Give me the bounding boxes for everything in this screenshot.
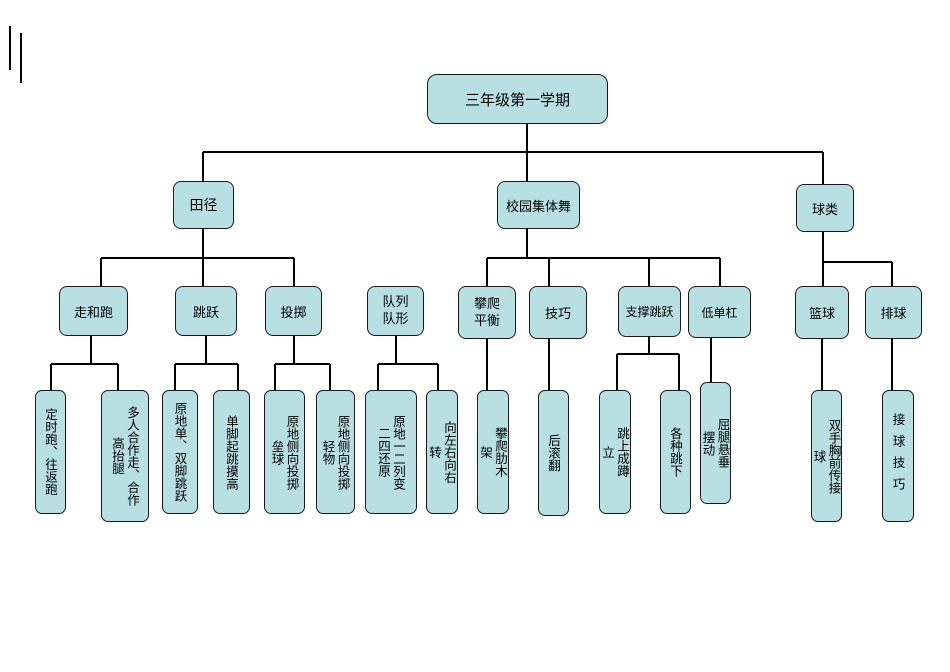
leaf-bar1-label: 屈腿悬垂摆动: [700, 418, 731, 468]
leaf-jump1-label: 原地单、双脚跳跃: [172, 402, 188, 502]
leaf-vb1: 接球技巧: [882, 390, 914, 522]
sub-basketball-label: 篮球: [808, 307, 835, 322]
sub-volleyball-label: 排球: [880, 307, 907, 322]
sub-jump-label: 跳跃: [192, 305, 219, 321]
leaf-run1: 定时跑、往返跑: [35, 390, 66, 514]
sub-formation-label: 队列队形: [382, 295, 409, 327]
sub-climb-label: 攀爬平衡: [473, 296, 500, 329]
sub-throw-label: 投掷: [280, 305, 307, 321]
leaf-vb1-label: 接球技巧: [890, 413, 906, 499]
leaf-form2-label: 向左右向右转: [427, 420, 457, 484]
leaf-climb1: 攀爬肋木架: [477, 390, 509, 514]
sub-formation: 队列队形: [367, 286, 424, 336]
category-dance-label: 校园集体舞: [505, 199, 571, 215]
category-dance: 校园集体舞: [497, 181, 580, 229]
sub-bar: 低单杠: [688, 286, 751, 338]
sub-jump: 跳跃: [175, 286, 237, 336]
root-node: 三年级第一学期: [427, 74, 608, 124]
leaf-support1-label: 跳上成蹲立: [600, 427, 630, 477]
category-ball: 球类: [796, 184, 854, 232]
leaf-support1: 跳上成蹲立: [599, 390, 631, 514]
leaf-climb1-label: 攀爬肋木架: [478, 427, 508, 477]
sub-throw: 投掷: [265, 286, 322, 336]
decorative-bar: [9, 26, 11, 70]
sub-climb: 攀爬平衡: [458, 286, 516, 339]
sub-skill: 技巧: [529, 286, 587, 339]
leaf-form1: 原地一二列变二四还原: [365, 390, 417, 514]
leaf-skill1: 后滚翻: [538, 390, 569, 516]
decorative-bar: [20, 33, 22, 83]
leaf-throw2-label: 原地侧向投掷轻物: [320, 414, 351, 490]
sub-run: 走和跑: [59, 286, 128, 336]
leaf-form1-label: 原地一二列变二四还原: [376, 414, 406, 490]
leaf-bb1: 双手胸前传接球: [811, 390, 842, 522]
leaf-support2: 各种跳下: [660, 390, 691, 514]
leaf-bar1: 屈腿悬垂摆动: [700, 382, 731, 504]
sub-skill-label: 技巧: [544, 307, 571, 322]
sub-bar-label: 低单杠: [701, 305, 738, 320]
category-ball-label: 球类: [811, 202, 838, 218]
leaf-skill1-label: 后滚翻: [546, 434, 561, 472]
leaf-throw1-label: 原地侧向投掷垒球: [269, 414, 300, 490]
leaf-support2-label: 各种跳下: [668, 427, 683, 477]
leaf-run1-label: 定时跑、往返跑: [43, 408, 58, 496]
leaf-throw2: 原地侧向投掷轻物: [316, 390, 355, 514]
leaf-run2-label: 多人合作走、合作高抬腿: [110, 406, 140, 506]
leaf-throw1: 原地侧向投掷垒球: [264, 390, 305, 514]
sub-support-label: 支撑跳跃: [625, 305, 674, 319]
category-track-label: 田径: [189, 198, 218, 214]
sub-volleyball: 排球: [865, 286, 922, 339]
root-label: 三年级第一学期: [464, 90, 570, 109]
leaf-jump2: 单脚起跳摸高: [213, 390, 250, 514]
sub-run-label: 走和跑: [73, 305, 113, 321]
sub-basketball: 篮球: [795, 286, 849, 339]
sub-support: 支撑跳跃: [618, 286, 681, 337]
leaf-form2: 向左右向右转: [426, 390, 458, 514]
leaf-jump1: 原地单、双脚跳跃: [162, 390, 198, 514]
leaf-run2: 多人合作走、合作高抬腿: [101, 390, 149, 522]
category-track: 田径: [173, 181, 234, 229]
leaf-bb1-label: 双手胸前传接球: [811, 418, 842, 494]
leaf-jump2-label: 单脚起跳摸高: [224, 414, 239, 490]
